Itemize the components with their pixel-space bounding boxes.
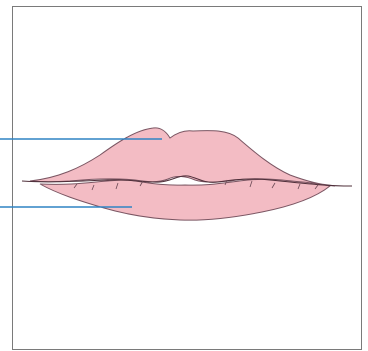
diagram-canvas bbox=[0, 0, 368, 351]
lips-diagram bbox=[0, 0, 368, 351]
